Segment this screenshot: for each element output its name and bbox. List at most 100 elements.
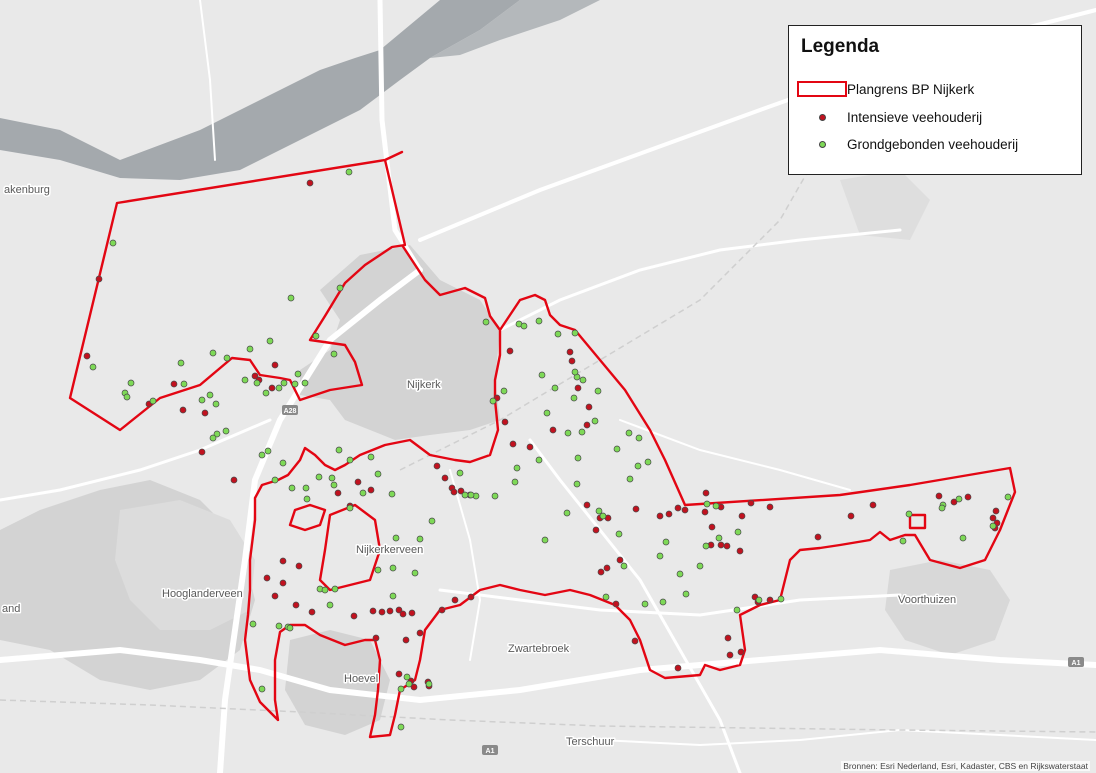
ground-bound-livestock-point bbox=[213, 430, 221, 438]
ground-bound-livestock-point bbox=[206, 391, 214, 399]
intensive-livestock-point bbox=[632, 505, 640, 513]
railway bbox=[0, 699, 1096, 733]
intensive-livestock-point bbox=[271, 592, 279, 600]
intensive-livestock-point bbox=[399, 610, 407, 618]
ground-bound-livestock-point bbox=[702, 542, 710, 550]
ground-bound-livestock-point bbox=[491, 492, 499, 500]
shield-a1-south: A1 bbox=[482, 745, 498, 755]
legend-item-intensive: Intensieve veehouderij bbox=[789, 106, 1081, 128]
ground-bound-livestock-point bbox=[89, 363, 97, 371]
ground-bound-livestock-point bbox=[538, 371, 546, 379]
ground-bound-livestock-point bbox=[288, 484, 296, 492]
ground-bound-livestock-point bbox=[397, 685, 405, 693]
ground-bound-livestock-point bbox=[715, 534, 723, 542]
plan-boundary-enclave-1 bbox=[288, 503, 327, 532]
ground-bound-livestock-point bbox=[301, 379, 309, 387]
intensive-livestock-point bbox=[433, 462, 441, 470]
ground-bound-livestock-point bbox=[620, 562, 628, 570]
ground-bound-livestock-point bbox=[403, 673, 411, 681]
points-ground-bound-livestock bbox=[89, 168, 1012, 731]
ground-bound-livestock-point bbox=[241, 376, 249, 384]
built-up-hooglanderveen bbox=[115, 500, 255, 630]
ground-bound-livestock-point bbox=[428, 517, 436, 525]
place-label-terschuur: Terschuur bbox=[566, 736, 615, 748]
ground-bound-livestock-point bbox=[180, 380, 188, 388]
ground-bound-livestock-point bbox=[662, 538, 670, 546]
ground-bound-livestock-point bbox=[659, 598, 667, 606]
ground-bound-livestock-point bbox=[271, 476, 279, 484]
intensive-livestock-point bbox=[308, 608, 316, 616]
ground-bound-livestock-point bbox=[564, 429, 572, 437]
ground-bound-livestock-point bbox=[411, 569, 419, 577]
legend-item-label: Intensieve veehouderij bbox=[847, 109, 983, 125]
built-up-voorthuizen bbox=[885, 560, 1010, 655]
intensive-livestock-point bbox=[95, 275, 103, 283]
intensive-livestock-point bbox=[395, 670, 403, 678]
ground-bound-livestock-point bbox=[571, 368, 579, 376]
intensive-livestock-point bbox=[179, 406, 187, 414]
intensive-livestock-point bbox=[950, 498, 958, 506]
intensive-livestock-point bbox=[992, 507, 1000, 515]
ground-bound-livestock-point bbox=[346, 456, 354, 464]
ground-bound-livestock-point bbox=[634, 462, 642, 470]
intensive-livestock-point bbox=[681, 506, 689, 514]
place-label-voorthuizen: Voorthuizen bbox=[898, 594, 956, 606]
place-label-hoevelaken: Hoevel bbox=[344, 673, 378, 685]
legend-item-ground: Grondgebonden veehouderij bbox=[789, 133, 1081, 155]
ground-bound-livestock-point bbox=[626, 475, 634, 483]
place-label-nijkerk: Nijkerk bbox=[407, 379, 441, 391]
intensive-livestock-point bbox=[369, 607, 377, 615]
ground-bound-livestock-point bbox=[554, 330, 562, 338]
ground-bound-livestock-point bbox=[287, 294, 295, 302]
ground-bound-livestock-point bbox=[571, 329, 579, 337]
ground-bound-livestock-point bbox=[328, 474, 336, 482]
ground-bound-livestock-point bbox=[696, 562, 704, 570]
ground-bound-livestock-point bbox=[563, 509, 571, 517]
ground-bound-livestock-point bbox=[579, 376, 587, 384]
ground-bound-livestock-point bbox=[212, 400, 220, 408]
water-eemmeer bbox=[0, 0, 520, 180]
place-label-spakenburg: akenburg bbox=[4, 184, 50, 196]
intensive-livestock-point bbox=[737, 648, 745, 656]
intensive-livestock-point bbox=[501, 418, 509, 426]
intensive-livestock-point bbox=[814, 533, 822, 541]
ground-bound-livestock-point bbox=[602, 593, 610, 601]
intensive-livestock-point bbox=[612, 600, 620, 608]
ground-bound-livestock-point bbox=[535, 456, 543, 464]
ground-bound-livestock-point bbox=[594, 387, 602, 395]
ground-bound-livestock-point bbox=[625, 429, 633, 437]
ground-bound-livestock-point bbox=[573, 480, 581, 488]
intensive-livestock-point bbox=[665, 510, 673, 518]
intensive-livestock-point bbox=[438, 606, 446, 614]
ground-bound-livestock-point bbox=[253, 379, 261, 387]
intensive-livestock-point bbox=[354, 478, 362, 486]
intensive-livestock-point bbox=[201, 409, 209, 417]
legend-item-label: Plangrens BP Nijkerk bbox=[847, 81, 975, 97]
intensive-livestock-point bbox=[230, 476, 238, 484]
ground-bound-livestock-point bbox=[335, 446, 343, 454]
intensive-livestock-point bbox=[271, 361, 279, 369]
intensive-livestock-point bbox=[583, 501, 591, 509]
intensive-livestock-point bbox=[378, 608, 386, 616]
intensive-livestock-point bbox=[467, 593, 475, 601]
ground-bound-livestock-point bbox=[291, 380, 299, 388]
ground-bound-livestock-point bbox=[389, 592, 397, 600]
ground-bound-livestock-point bbox=[467, 491, 475, 499]
intensive-livestock-point bbox=[279, 579, 287, 587]
intensive-livestock-point bbox=[295, 562, 303, 570]
ground-bound-livestock-point bbox=[266, 337, 274, 345]
ground-bound-livestock-point bbox=[511, 478, 519, 486]
ground-bound-livestock-point bbox=[388, 490, 396, 498]
ground-bound-livestock-point bbox=[223, 354, 231, 362]
intensive-livestock-point bbox=[574, 384, 582, 392]
intensive-livestock-point bbox=[334, 489, 342, 497]
green-dot-symbol bbox=[818, 140, 826, 148]
ground-bound-livestock-point bbox=[676, 570, 684, 578]
ground-bound-livestock-point bbox=[513, 464, 521, 472]
intensive-livestock-point bbox=[702, 489, 710, 497]
intensive-livestock-point bbox=[416, 629, 424, 637]
intensive-livestock-point bbox=[566, 348, 574, 356]
ground-bound-livestock-point bbox=[359, 489, 367, 497]
